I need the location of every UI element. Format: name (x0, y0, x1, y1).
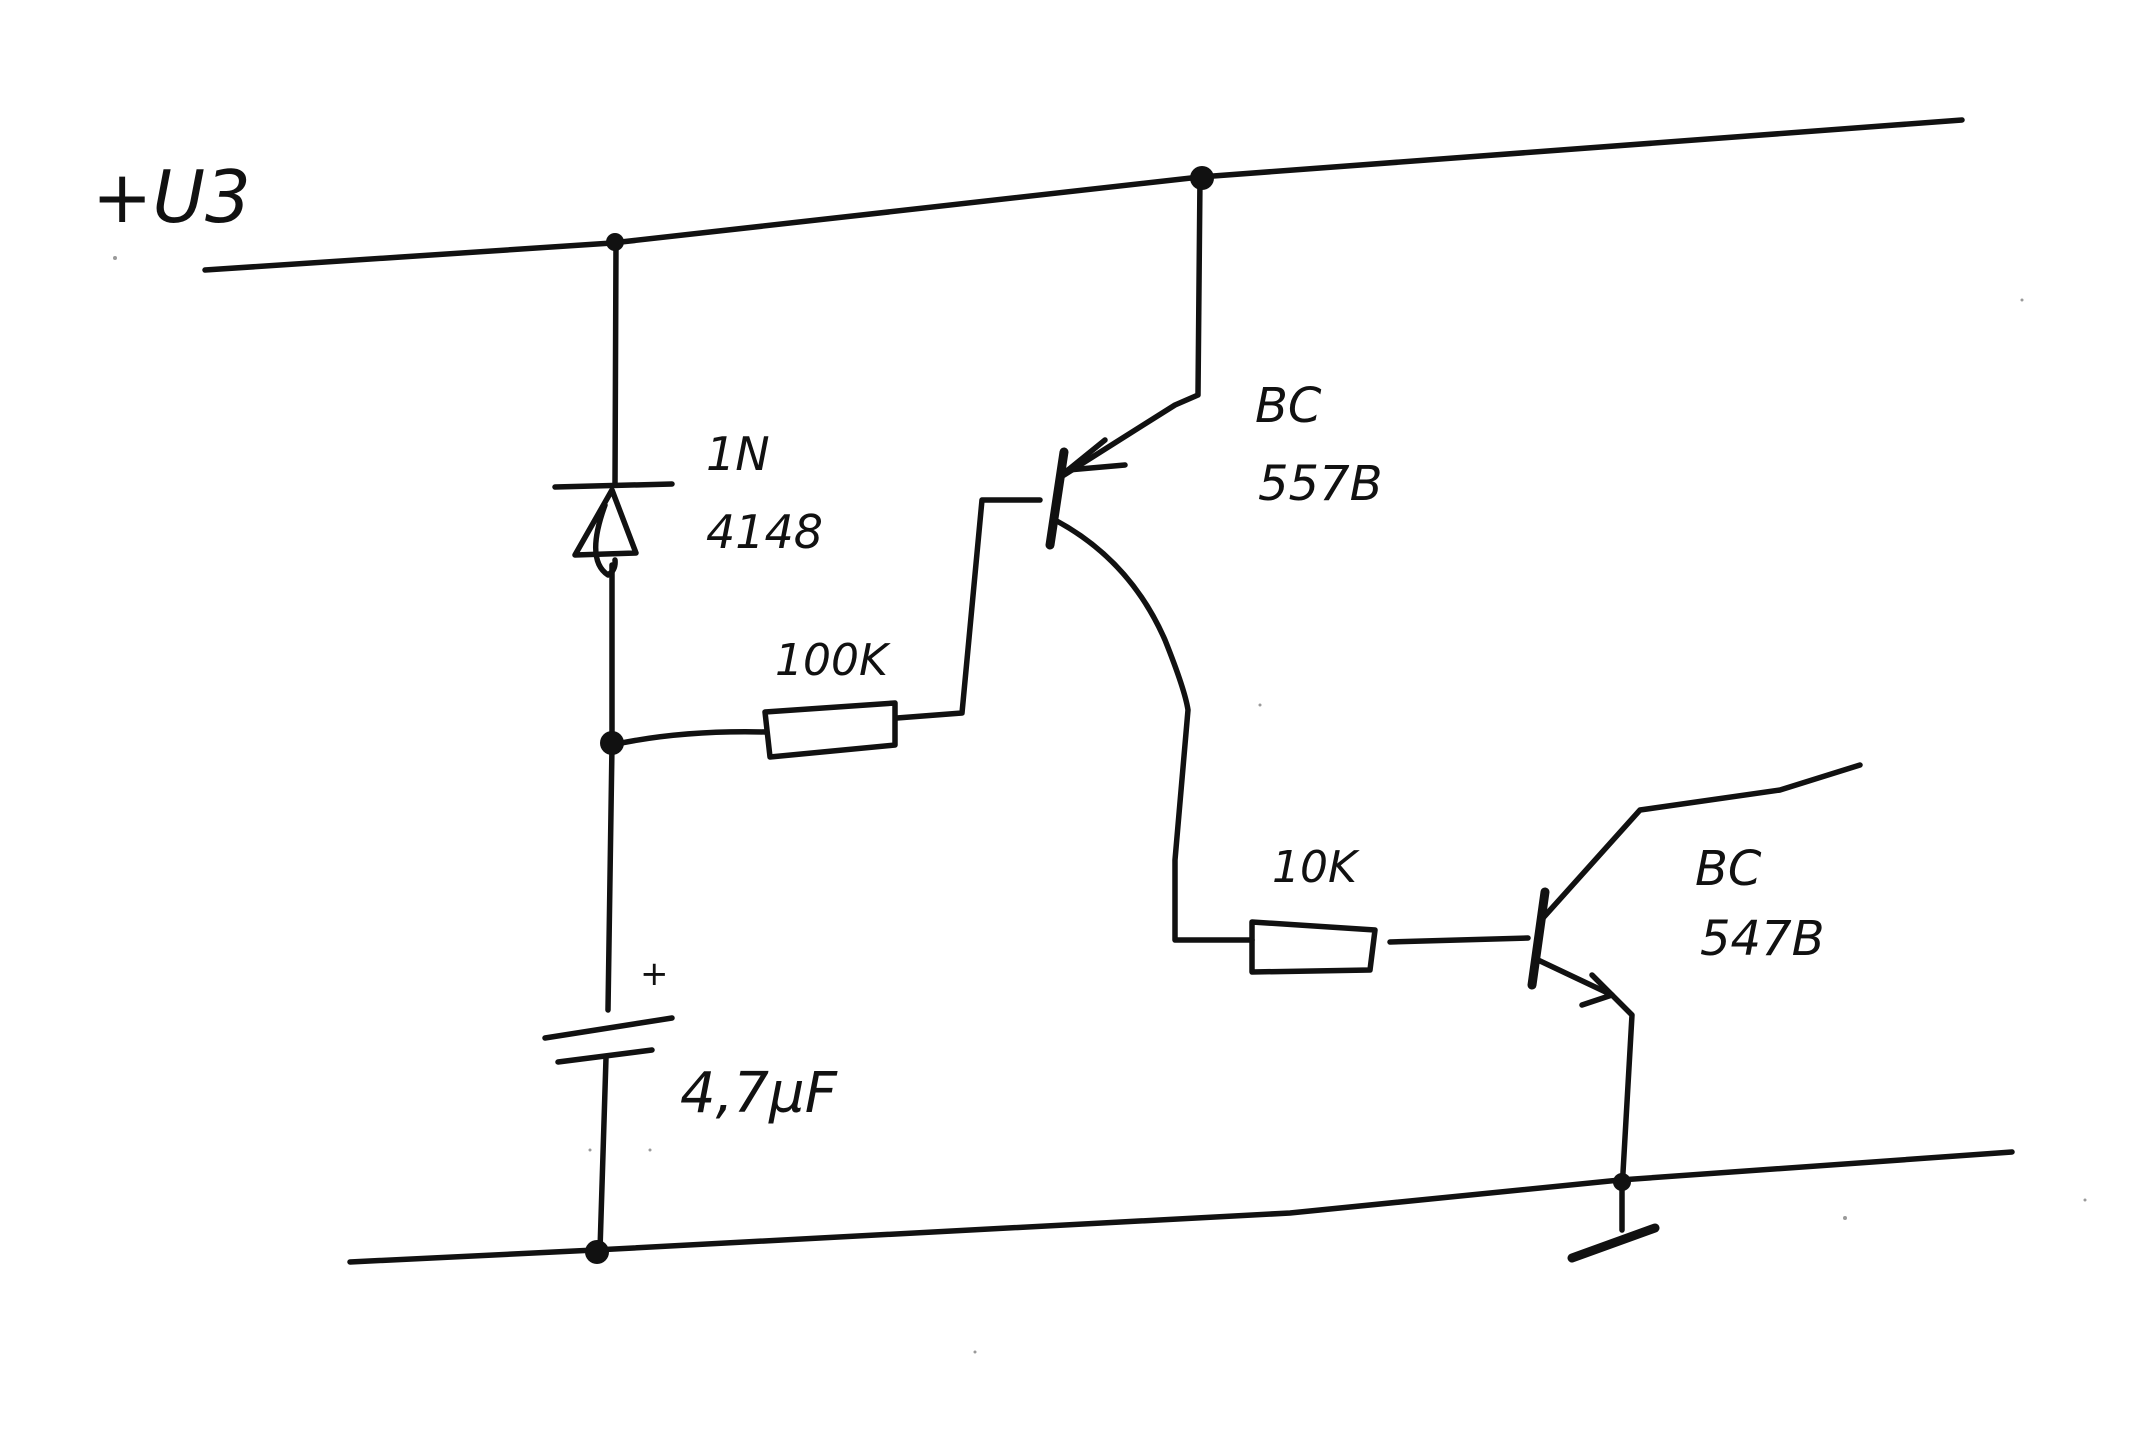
junction-ground-left (585, 1240, 609, 1264)
resistor-10k-label: 10K (1272, 842, 1360, 893)
diode-lower-wire (605, 562, 615, 1013)
resistor-10k (1249, 919, 1378, 975)
capacitor-polarity-label: + (640, 954, 669, 994)
diode-label-line1: 1N (706, 427, 770, 481)
paper-specks (113, 256, 2087, 1354)
diode-label-line2: 4148 (706, 505, 823, 559)
npn-label-line2: 547B (1700, 911, 1825, 967)
junction-middle (600, 731, 624, 755)
pnp-label-line2: 557B (1258, 456, 1383, 512)
diode-upper-wire (612, 240, 619, 488)
ground-rail (347, 1149, 2015, 1265)
junction-ground-right (1613, 1173, 1631, 1191)
capacitor-label: 4,7µF (680, 1061, 838, 1126)
supply-label: +U3 (92, 155, 251, 239)
r1-right-wire (894, 497, 1043, 721)
supply-rail (202, 117, 1965, 273)
r2-right-wire (1387, 935, 1531, 945)
npn-label-line1: BC (1695, 841, 1762, 897)
ground-symbol (1567, 1223, 1660, 1263)
npn-transistor-symbol (1527, 762, 1863, 1233)
diode-symbol (552, 481, 675, 578)
junction-supply-left (606, 233, 624, 251)
pnp-transistor-symbol (1045, 174, 1255, 943)
pnp-label-line1: BC (1255, 378, 1322, 434)
junction-supply-right (1190, 166, 1214, 190)
resistor-100k-label: 100K (775, 635, 891, 686)
r1-left-wire (609, 729, 768, 748)
resistor-100k (762, 700, 898, 760)
capacitor-symbol (542, 1015, 675, 1253)
